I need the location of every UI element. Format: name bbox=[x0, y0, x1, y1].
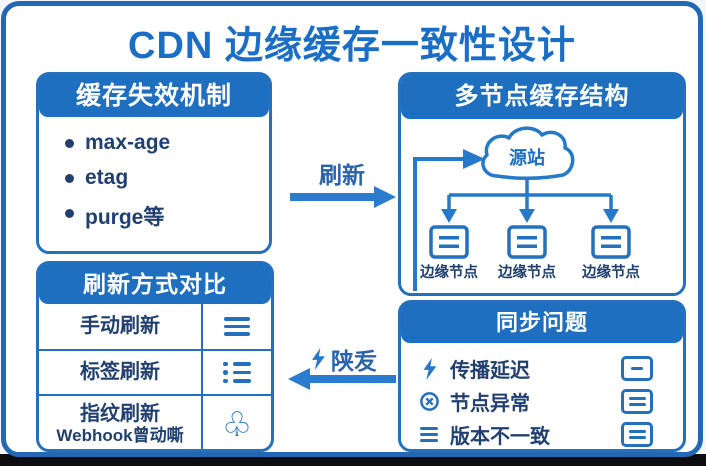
lightning-icon bbox=[417, 357, 441, 380]
trigger-arrow-label: 陕叐 bbox=[292, 342, 396, 376]
table-row-tag-refresh: 标签刷新 bbox=[39, 349, 201, 394]
edge-node-label: 边缘节点 bbox=[498, 265, 556, 281]
three-lines-icon bbox=[417, 426, 441, 443]
panel-sync-issues: 同步问题 传播延迟 节点异常 bbox=[398, 300, 686, 452]
cloud-icon bbox=[481, 126, 575, 181]
list-item: purge等 bbox=[65, 201, 269, 231]
row-sublabel: Webhook曾动嘶 bbox=[56, 426, 184, 446]
table-row-manual-refresh: 手动刷新 bbox=[80, 315, 160, 337]
panel-cache-invalidation: 缓存失效机制 max-age etag purge等 bbox=[36, 72, 272, 254]
edge-node-label: 边缘节点 bbox=[582, 265, 640, 281]
panel-refresh-comparison: 刷新方式对比 手动刷新 标签刷新 指纹刷新 Webhook曾动嘶 bbox=[36, 261, 274, 453]
sync-row-version-mismatch: 版本不一致 bbox=[417, 418, 667, 451]
edge-node-label: 边缘节点 bbox=[420, 265, 478, 281]
server-two-lines-icon bbox=[591, 225, 631, 259]
panel-refresh-comparison-title: 刷新方式对比 bbox=[39, 264, 271, 304]
row-label: 指纹刷新 bbox=[80, 403, 160, 426]
server-two-lines-icon bbox=[429, 225, 469, 259]
server-two-lines-icon bbox=[507, 225, 547, 259]
multi-node-diagram: 源站 bbox=[413, 126, 631, 291]
panel-multi-node-title: 多节点缓存结构 bbox=[401, 75, 683, 119]
table-row-fingerprint-refresh: 指纹刷新 Webhook曾动嘶 bbox=[39, 394, 201, 453]
bullet-list-icon bbox=[223, 361, 251, 384]
hamburger-lines-icon bbox=[224, 317, 250, 336]
trefoil-icon bbox=[222, 408, 252, 442]
diagram-card: CDN 边缘缓存一致性设计 缓存失效机制 max-age etag purge等… bbox=[1, 1, 703, 457]
lightning-icon bbox=[312, 348, 325, 370]
refresh-arrow-label: 刷新 bbox=[319, 162, 365, 188]
sync-row-propagation-delay: 传播延迟 bbox=[417, 352, 667, 385]
page-title: CDN 边缘缓存一致性设计 bbox=[128, 25, 576, 67]
list-item: etag bbox=[65, 166, 269, 190]
refresh-comparison-table: 手动刷新 标签刷新 指纹刷新 Webhook曾动嘶 bbox=[39, 304, 271, 453]
refresh-right-arrow bbox=[290, 186, 396, 208]
sync-row-node-anomaly: 节点异常 bbox=[417, 385, 667, 418]
list-item: max-age bbox=[65, 131, 269, 155]
trigger-left-arrow bbox=[288, 368, 396, 390]
server-two-lines-icon bbox=[621, 389, 653, 414]
panel-sync-issues-title: 同步问题 bbox=[401, 303, 683, 343]
panel-multi-node-structure: 多节点缓存结构 源站 bbox=[398, 72, 686, 296]
server-one-line-icon bbox=[621, 356, 653, 381]
panel-cache-invalidation-title: 缓存失效机制 bbox=[39, 75, 269, 117]
bottom-edge-strip bbox=[0, 454, 706, 466]
circle-x-icon bbox=[417, 391, 441, 412]
server-two-lines-icon bbox=[621, 422, 653, 447]
origin-label: 源站 bbox=[509, 147, 545, 168]
cache-invalidation-list: max-age etag purge等 bbox=[39, 131, 269, 231]
